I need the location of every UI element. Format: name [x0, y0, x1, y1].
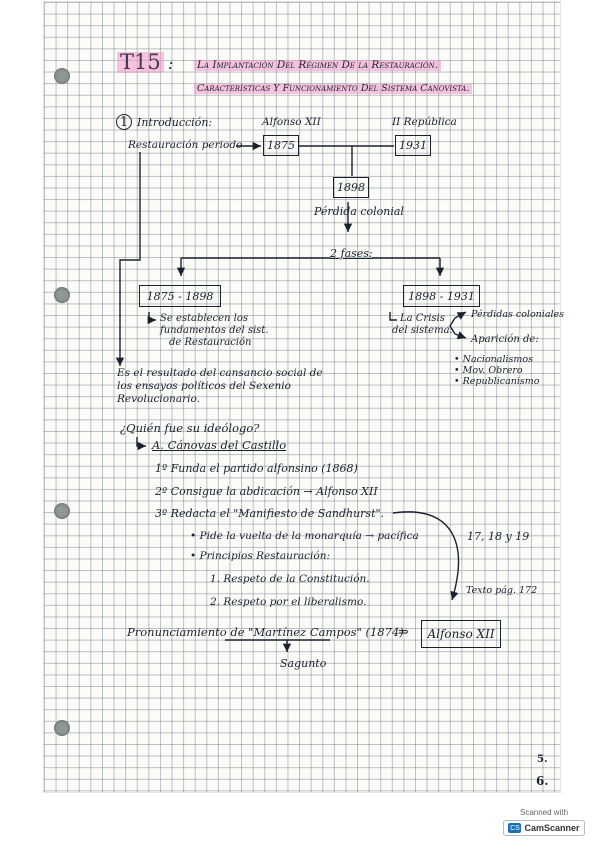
camscanner-logo-icon: CS	[508, 823, 522, 833]
ideologo-point: 3º Redacta el "Manifiesto de Sandhurst".	[155, 507, 385, 520]
fase2-box: 1898 - 1931	[403, 285, 480, 307]
year-1875-box: 1875	[263, 135, 299, 156]
perdida-colonial: Pérdida colonial	[314, 205, 404, 218]
pages-ref: 17, 18 y 19	[467, 530, 530, 543]
manifiesto-bullet: • Pide la vuelta de la monarquía → pacíf…	[190, 530, 419, 542]
ideologo-point: 1º Funda el partido alfonsino (1868)	[155, 462, 358, 475]
title-line-2: Características Y Funcionamiento Del Sis…	[194, 84, 473, 94]
camscanner-brand: CamScanner	[524, 823, 580, 833]
title-line-1: La Implantación Del Régimen De la Restau…	[194, 60, 442, 71]
resultado-line: los ensayos políticos del Sexenio	[117, 380, 291, 392]
scanner-watermark: Scanned with CS CamScanner	[503, 808, 585, 840]
notebook-page	[44, 2, 560, 792]
pronunciamiento-text: Pronunciamiento de "Martínez Campos" (18…	[127, 625, 404, 639]
camscanner-badge: CS CamScanner	[503, 820, 585, 836]
principios-bullet: • Principios Restauración:	[190, 550, 330, 562]
scanned-with-text: Scanned with	[519, 808, 569, 817]
texto-pagina: Texto pág. 172	[466, 585, 538, 596]
sagunto-label: Sagunto	[280, 657, 327, 670]
ideologo-question: ¿Quién fue su ideólogo?	[120, 421, 260, 435]
crisis-line: La Crisis	[400, 313, 445, 324]
page-number: 5.	[537, 754, 548, 765]
restauracion-label: Restauración periodo	[128, 139, 243, 151]
intro-heading: Introducción:	[137, 116, 213, 129]
title-separator: :	[168, 54, 174, 73]
crisis-line: del sistema:	[392, 325, 453, 336]
ideologo-point: 2º Consigue la abdicación → Alfonso XII	[155, 485, 378, 498]
binder-hole	[54, 287, 70, 303]
resultado-line: Revolucionario.	[117, 393, 200, 405]
resultado-line: Es el resultado del cansancio social de	[117, 367, 323, 379]
fase1-note-line: de Restauración	[169, 337, 252, 348]
aparicion-item: • Nacionalismos	[454, 354, 534, 365]
fase1-note-line: Se establecen los	[160, 313, 248, 324]
year-1931-box: 1931	[395, 135, 431, 156]
fase1-box: 1875 - 1898	[139, 285, 221, 307]
binder-hole	[54, 68, 70, 84]
ideologo-name: A. Cánovas del Castillo	[152, 438, 287, 452]
principle-item: 2. Respeto por el liberalismo.	[210, 596, 367, 608]
binder-hole	[54, 720, 70, 736]
page-number: 6.	[536, 774, 549, 788]
year-1898-box: 1898	[333, 177, 369, 198]
aparicion-item: • Mov. Obrero	[454, 365, 523, 376]
aparicion-item: • Republicanismo	[454, 376, 540, 387]
alfonso-label: Alfonso XII	[262, 116, 321, 128]
aparicion-label: Aparición de:	[471, 334, 539, 345]
section-number: 1	[116, 114, 132, 130]
double-arrow: ⇒	[398, 625, 409, 640]
alfonso-xii-box: Alfonso XII	[421, 620, 501, 648]
fases-label: 2 fases:	[330, 247, 373, 260]
principle-item: 1. Respeto de la Constitución.	[210, 573, 370, 585]
binder-hole	[54, 503, 70, 519]
perdidas-coloniales: Pérdidas coloniales	[471, 309, 565, 320]
republica-label: II República	[392, 116, 457, 128]
fase1-note-line: fundamentos del sist.	[160, 325, 269, 336]
topic-number: T15	[117, 52, 164, 73]
